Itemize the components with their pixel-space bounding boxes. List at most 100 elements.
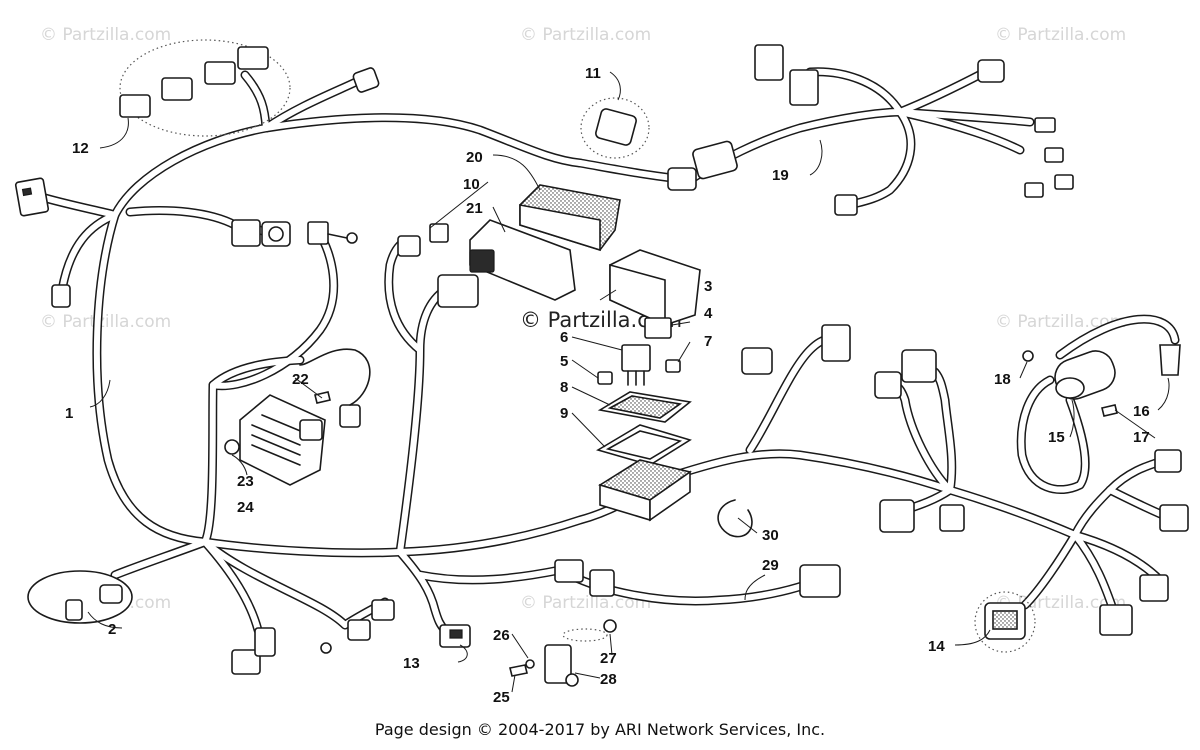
connector [834, 194, 858, 216]
harness-wire-core [397, 287, 448, 555]
connector [231, 219, 261, 247]
connector [799, 564, 841, 598]
harness-wire-core [263, 77, 363, 131]
circuit-board-grid [607, 395, 683, 419]
callout-labels: 1 2 3 4 5 6 7 8 9 10 11 12 13 14 15 16 1… [65, 65, 1150, 706]
connector [347, 619, 371, 641]
wire [327, 233, 348, 239]
spade-terminal [1024, 182, 1044, 198]
harness-sheath [42, 68, 1178, 633]
nut [603, 619, 617, 633]
harness-wire-core [202, 477, 663, 556]
washer [1022, 350, 1034, 362]
fuse-block-side [649, 470, 691, 522]
clip-ring [717, 499, 753, 538]
nut [224, 439, 240, 455]
connector [939, 504, 965, 532]
voltage-regulator [239, 394, 326, 486]
spade-terminal [1054, 174, 1074, 190]
harness-wire-core [1018, 377, 1089, 493]
connector [692, 140, 738, 180]
callout-20: 20 [466, 149, 483, 166]
connector [1139, 574, 1169, 602]
connector [437, 274, 479, 308]
callout-11: 11 [585, 65, 601, 82]
harness-wire-core [42, 195, 118, 218]
harness-wire-core [1057, 316, 1178, 358]
connector [595, 108, 637, 146]
connector [51, 284, 71, 308]
harness-wire-core [112, 539, 208, 578]
connectors [14, 39, 1189, 687]
callout-30: 30 [762, 527, 779, 544]
callout-9: 9 [560, 405, 568, 422]
watermark-text: © Partzilla.com [995, 312, 1126, 332]
connector-pin [21, 187, 33, 197]
harness-wire-core [59, 212, 118, 293]
callout-16: 16 [1133, 403, 1150, 420]
connector-pin-grid [992, 610, 1018, 630]
connector [371, 599, 395, 621]
switch-bracket [544, 644, 572, 684]
harness-wire-core [932, 369, 955, 493]
callout-21: 21 [466, 200, 483, 217]
ecu-connector-port [469, 249, 495, 273]
harness-wire-core [242, 72, 269, 131]
screw [314, 391, 331, 404]
callout-1: 1 [65, 405, 73, 422]
spade-terminal [1034, 117, 1056, 133]
harness-wire [845, 107, 916, 210]
connector [879, 499, 915, 533]
callout-24: 24 [237, 499, 254, 516]
callout-14: 14 [928, 638, 945, 655]
connector [429, 223, 449, 243]
callout-26: 26 [493, 627, 510, 644]
harness-wire-core [807, 68, 903, 115]
callout-8: 8 [560, 379, 568, 396]
callout-25: 25 [493, 689, 510, 706]
connector [352, 67, 380, 93]
fuse [597, 371, 613, 385]
harness-wire-core [897, 69, 988, 115]
connector [589, 569, 615, 597]
harness-wire-core [897, 109, 1023, 153]
connector [874, 371, 902, 399]
connector [299, 419, 323, 441]
callout-10: 10 [463, 176, 480, 193]
connector [14, 177, 50, 217]
connector [901, 349, 937, 383]
callout-28: 28 [600, 671, 617, 688]
solenoid-terminal [1055, 377, 1085, 399]
washer [525, 659, 535, 669]
screw [509, 664, 528, 677]
callout-13: 13 [403, 655, 420, 672]
harness-wire-core [1072, 532, 1163, 583]
page-credit: Page design © 2004-2017 by ARI Network S… [374, 720, 826, 739]
connector [741, 347, 773, 375]
gasket-inner [605, 430, 683, 460]
callout-29: 29 [762, 557, 779, 574]
relay-pins [627, 370, 645, 386]
regulator-fins [251, 414, 311, 466]
callout-4: 4 [704, 305, 713, 322]
harness-wire-core [657, 450, 1078, 538]
harness-wire [92, 123, 305, 547]
connector [1154, 449, 1182, 473]
callout-17: 17 [1133, 429, 1150, 446]
harness-wire-core [417, 567, 563, 583]
connector [339, 404, 361, 428]
ring-terminal [346, 232, 358, 244]
connector [397, 235, 421, 257]
connector [65, 599, 83, 621]
connector-socket [268, 226, 284, 242]
connector [204, 61, 236, 85]
connector [1159, 504, 1189, 532]
harness-wire-core [202, 539, 388, 628]
ring-terminal [320, 642, 332, 654]
harness-wire-core [210, 232, 337, 389]
connector [119, 94, 151, 118]
callout-group-outline [974, 591, 1036, 653]
connector [99, 584, 123, 604]
callout-22: 22 [292, 371, 309, 388]
